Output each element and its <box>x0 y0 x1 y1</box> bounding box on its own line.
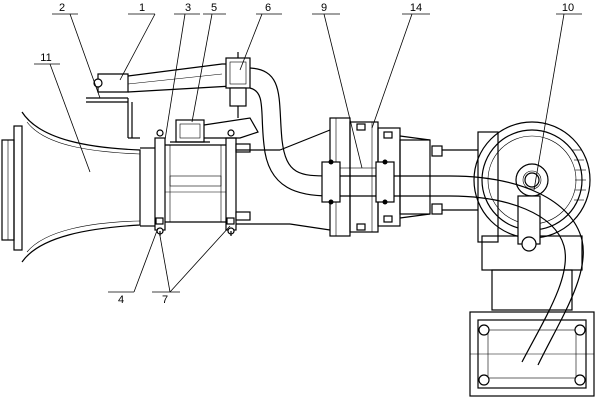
pump-body <box>279 117 478 237</box>
label-part-10: 10 <box>562 2 574 14</box>
label-part-11: 11 <box>40 52 51 64</box>
housing-block <box>170 117 259 143</box>
base-frame <box>469 311 595 397</box>
label-part-6: 6 <box>265 2 271 14</box>
bell-mouth-inlet <box>1 111 155 263</box>
part-labels: 1 2 3 5 6 9 14 10 11 4 7 <box>40 2 574 306</box>
support-bracket <box>86 97 140 139</box>
label-part-7: 7 <box>162 294 168 306</box>
duct-section <box>154 129 290 236</box>
valve-assembly <box>225 52 251 118</box>
label-part-1: 1 <box>139 2 145 14</box>
leader-lines <box>34 13 582 293</box>
label-part-14: 14 <box>410 2 422 14</box>
label-part-4: 4 <box>118 294 124 306</box>
label-part-9: 9 <box>321 2 327 14</box>
label-part-3: 3 <box>185 2 191 14</box>
bent-pipe <box>249 67 450 197</box>
gear-housing <box>473 121 591 311</box>
label-part-5: 5 <box>211 2 217 14</box>
outlet-pipe <box>449 175 584 366</box>
actuator-rod <box>93 63 233 93</box>
label-part-2: 2 <box>59 2 65 14</box>
